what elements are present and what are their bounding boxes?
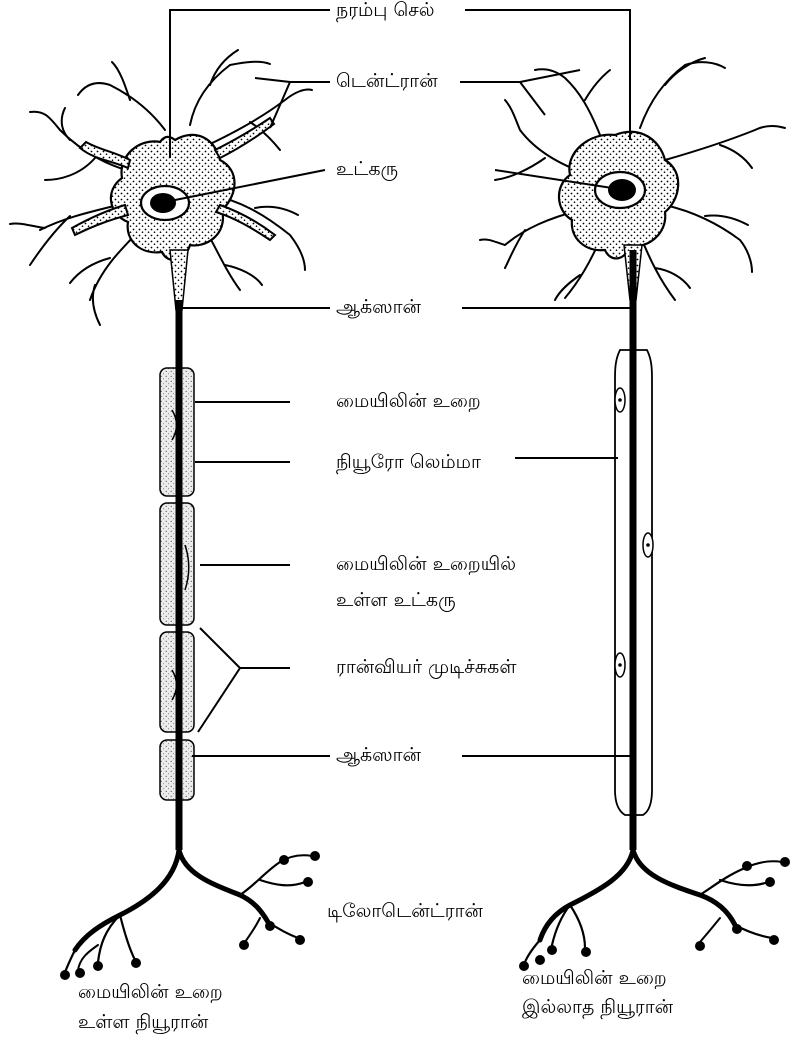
caption-right-line2: இல்லாத நியூரான்: [522, 993, 673, 1022]
right-nucleolus: [608, 179, 636, 201]
caption-left-line1: மையிலின் உறை: [78, 978, 223, 1007]
label-neurilemma: நியூரோ லெம்மா: [336, 451, 481, 475]
label-axon-top: ஆக்ஸான்: [336, 296, 421, 320]
label-myelin-sheath: மையிலின் உறை: [336, 390, 481, 414]
left-nucleolus: [150, 193, 176, 213]
label-telodendron: டிலோடென்ட்ரான்: [327, 900, 483, 924]
label-dendron: டென்ட்ரான்: [336, 70, 438, 94]
label-sheath-nucleus-line1: மையிலின் உறையில்: [336, 553, 516, 577]
non-myelinated-neuron: [480, 58, 790, 971]
label-nodes-of-ranvier: ரான்வியர் முடிச்சுகள்: [336, 656, 516, 680]
caption-right-line1: மையிலின் உறை: [522, 964, 667, 993]
label-sheath-nucleus-line2: உள்ள உட்கரு: [336, 589, 456, 613]
left-telodendria: [65, 850, 312, 972]
label-axon-bottom: ஆக்ஸான்: [336, 744, 421, 768]
myelinated-neuron: [10, 50, 320, 980]
label-nerve-cell: நரம்பு செல்: [336, 0, 435, 23]
label-nucleus: உட்கரு: [336, 158, 398, 182]
caption-left-line2: உள்ள நியூரான்: [78, 1008, 208, 1037]
leader-lines: [170, 10, 633, 756]
